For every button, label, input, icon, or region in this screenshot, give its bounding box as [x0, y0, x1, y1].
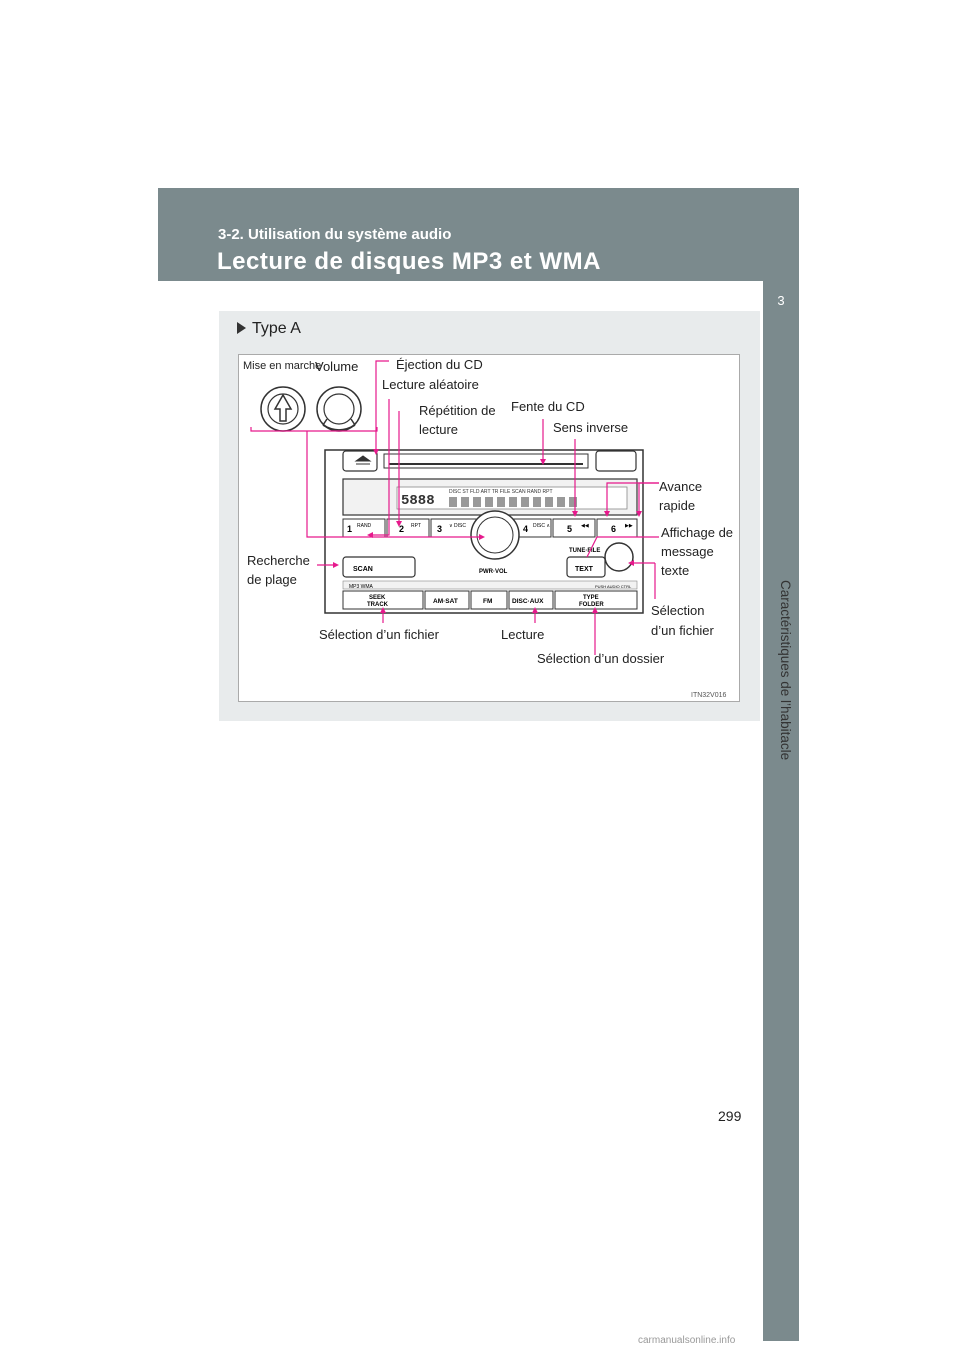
- svg-text:∨ DISC: ∨ DISC: [449, 523, 466, 529]
- radio-illustration: 5888 DISC ST FLD ART TR FILE SCAN RAND R…: [250, 360, 727, 699]
- svg-text:RAND: RAND: [357, 523, 372, 529]
- section-subtitle: 3-2. Utilisation du système audio: [218, 226, 452, 243]
- label-text-1: Affichage de: [661, 525, 734, 540]
- label-random: Lecture aléatoire: [382, 377, 479, 392]
- svg-text:MP3 WMA: MP3 WMA: [349, 584, 374, 590]
- label-eject: Éjection du CD: [396, 357, 483, 372]
- label-reverse: Sens inverse: [553, 420, 629, 435]
- page-number: 299: [718, 1108, 742, 1124]
- svg-text:6: 6: [611, 524, 616, 534]
- triangle-icon: [237, 322, 246, 334]
- label-power: Mise en marche: [243, 360, 322, 372]
- chapter-tab: 3: [763, 281, 799, 1341]
- label-file-select-r1: Sélection: [651, 603, 705, 618]
- svg-text:5: 5: [567, 524, 572, 534]
- label-text-2: message: [661, 544, 714, 559]
- chapter-title: Caractéristiques de l’habitacle: [778, 580, 793, 761]
- svg-text:1: 1: [347, 524, 352, 534]
- svg-text:SCAN: SCAN: [353, 566, 373, 573]
- svg-text:DISC ∧: DISC ∧: [533, 523, 550, 529]
- label-text-3: texte: [661, 563, 690, 578]
- svg-text:5888: 5888: [401, 493, 435, 509]
- svg-text:TRACK: TRACK: [367, 602, 389, 608]
- head-unit: 5888 DISC ST FLD ART TR FILE SCAN RAND R…: [324, 449, 644, 614]
- svg-text:FOLDER: FOLDER: [579, 602, 604, 608]
- label-slot: Fente du CD: [511, 399, 585, 414]
- type-label-text: Type A: [252, 320, 301, 337]
- volume-knob-illustration: [316, 386, 362, 432]
- page-title: Lecture de disques MP3 et WMA: [217, 248, 601, 275]
- svg-text:3: 3: [437, 524, 442, 534]
- svg-text:SEEK: SEEK: [369, 595, 386, 601]
- svg-text:PUSH AUDIO CTRL: PUSH AUDIO CTRL: [595, 584, 632, 589]
- svg-text:DISC·AUX: DISC·AUX: [512, 598, 544, 605]
- svg-text:2: 2: [399, 524, 404, 534]
- radio-diagram: 5888 DISC ST FLD ART TR FILE SCAN RAND R…: [238, 354, 740, 702]
- label-file-select: Sélection d’un fichier: [319, 627, 439, 642]
- label-scan-1: Recherche: [247, 553, 310, 568]
- svg-text:TUNE·FILE: TUNE·FILE: [569, 548, 600, 554]
- svg-text:TEXT: TEXT: [575, 566, 594, 573]
- chapter-tab-bar: [763, 281, 799, 1341]
- label-repeat-2: lecture: [419, 422, 459, 437]
- figure-type-label: Type A: [237, 320, 301, 338]
- callout-lines: [306, 360, 659, 655]
- svg-text:PWR·VOL: PWR·VOL: [479, 569, 508, 575]
- label-volume: Volume: [315, 359, 359, 374]
- power-knob-illustration: [260, 386, 306, 432]
- chapter-number: 3: [777, 293, 785, 308]
- section-header: 3-2. Utilisation du système audio Lectur…: [158, 188, 799, 281]
- svg-text:RPT: RPT: [411, 523, 421, 529]
- svg-text:◀◀: ◀◀: [581, 523, 589, 529]
- svg-text:4: 4: [523, 524, 528, 534]
- label-scan-2: de plage: [247, 572, 297, 587]
- svg-text:AM·SAT: AM·SAT: [433, 598, 458, 605]
- label-play: Lecture: [501, 627, 545, 642]
- label-repeat-1: Répétition de: [419, 403, 496, 418]
- svg-text:▶▶: ▶▶: [625, 523, 633, 529]
- label-folder-select: Sélection d’un dossier: [537, 651, 665, 666]
- svg-text:DISC ST FLD ART TR FILE S: DISC ST FLD ART TR FILE SCAN RAND RPT: [449, 489, 553, 495]
- label-ff-1: Avance: [659, 479, 703, 494]
- svg-text:TYPE: TYPE: [583, 595, 599, 601]
- figure-code: ITN32V016: [691, 692, 727, 699]
- label-ff-2: rapide: [659, 498, 696, 513]
- label-file-select-r2: d’un fichier: [651, 623, 714, 638]
- footer-watermark: carmanualsonline.info: [638, 1335, 736, 1346]
- svg-text:FM: FM: [483, 598, 492, 605]
